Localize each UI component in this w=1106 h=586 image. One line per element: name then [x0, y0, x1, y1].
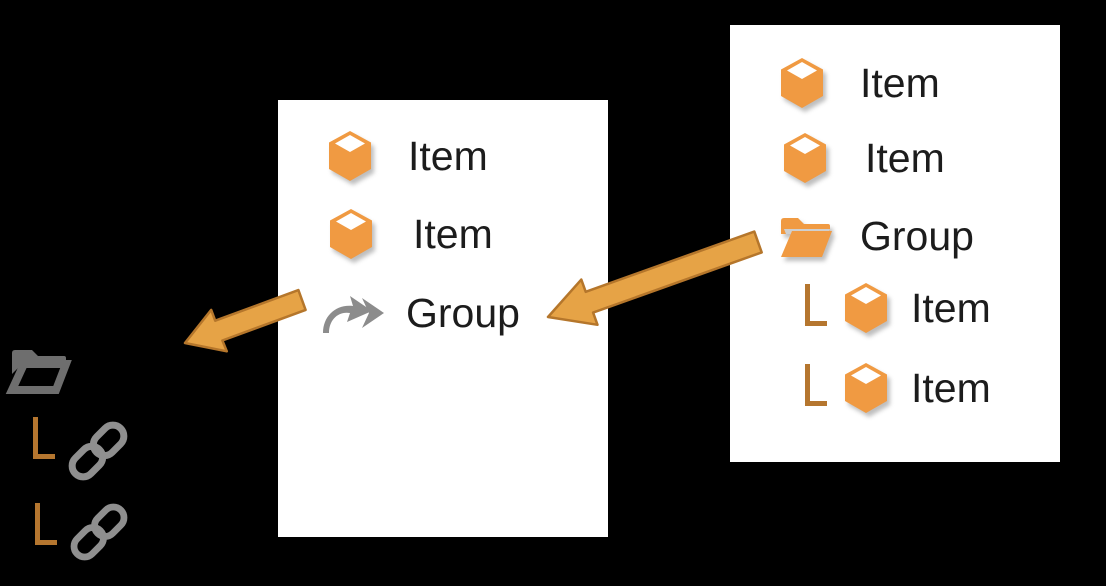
list-item-indented: Item	[805, 280, 991, 336]
list-item: Item	[327, 206, 493, 262]
tree-connector	[805, 364, 827, 406]
item-label: Item	[413, 210, 493, 257]
list-item: Item	[778, 55, 940, 111]
list-item-group-shortcut: Group	[320, 285, 520, 341]
open-folder-icon	[781, 218, 832, 257]
link-icon	[70, 500, 128, 564]
group-label: Group	[860, 212, 974, 259]
cube-icon	[781, 58, 823, 108]
group-label: Group	[406, 289, 520, 336]
shortcut-arrow-icon	[323, 296, 384, 333]
tree-connector	[35, 503, 57, 545]
cube-icon	[330, 209, 372, 259]
arrow-from-right-group-to-middle-group	[546, 230, 763, 327]
cube-icon	[845, 283, 887, 333]
item-label: Item	[911, 364, 991, 411]
gray-open-folder-icon	[8, 340, 70, 396]
link-icon	[68, 418, 128, 484]
list-item: Item	[326, 128, 488, 184]
cube-icon	[784, 133, 826, 183]
item-label: Item	[860, 59, 940, 106]
tree-connector	[33, 417, 55, 459]
item-label: Item	[911, 284, 991, 331]
cube-icon	[329, 131, 371, 181]
right-panel: Item Item Group Item Item	[730, 25, 1060, 462]
list-item-indented: Item	[805, 360, 991, 416]
list-item: Item	[781, 130, 945, 186]
cube-icon	[845, 363, 887, 413]
tree-connector	[805, 284, 827, 326]
item-label: Item	[408, 132, 488, 179]
item-label: Item	[865, 134, 945, 181]
list-item-group: Group	[778, 208, 974, 264]
arrow-from-middle-group-to-left-folder	[183, 288, 307, 353]
